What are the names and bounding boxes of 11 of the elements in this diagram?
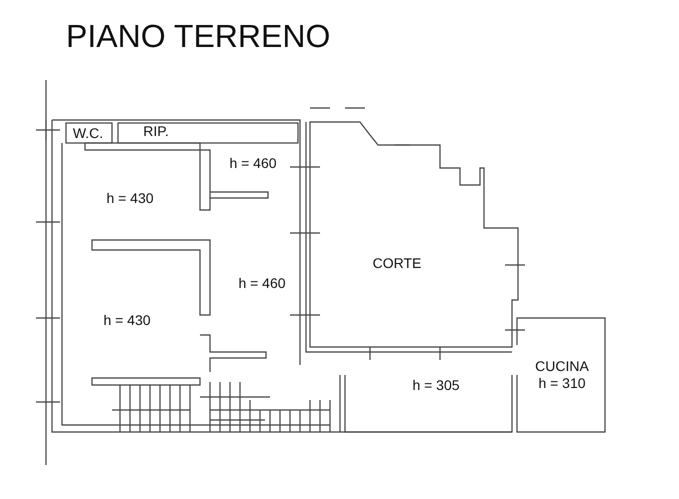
ceiling-height-label: h = 430: [106, 190, 154, 206]
room-label: W.C.: [72, 125, 104, 141]
ceiling-height-label: h = 430: [103, 312, 151, 328]
room-label: CORTE: [372, 255, 422, 271]
plan-title: PIANO TERRENO: [66, 17, 330, 56]
ceiling-height-label: h = 310: [538, 375, 586, 391]
ceiling-height-label: h = 305: [412, 377, 460, 393]
room-label: RIP.: [143, 123, 169, 139]
ceiling-height-label: h = 460: [229, 155, 277, 171]
room-label: CUCINA: [535, 358, 589, 374]
ceiling-height-label: h = 460: [238, 275, 286, 291]
